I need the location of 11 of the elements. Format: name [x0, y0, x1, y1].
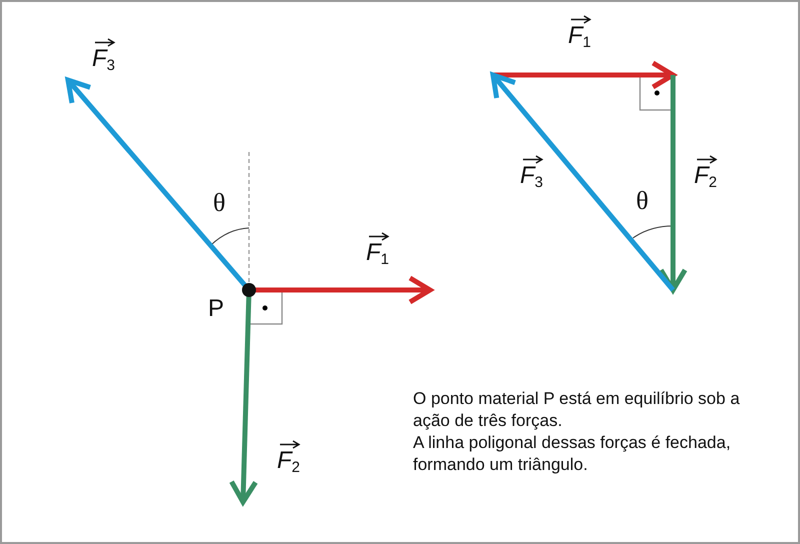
- force-label: F$_{1}$: [366, 241, 390, 265]
- force-label: F$_{3}$: [92, 47, 116, 71]
- note-text: O ponto material P está em equilíbrio sob a ação de três forças.: [413, 388, 741, 432]
- note-text: A linha poligonal dessas forças é fechada, formando um triângulo.: [413, 432, 732, 476]
- force-label: F$_{3}$: [520, 164, 544, 188]
- angle-label: θ: [213, 190, 226, 216]
- force-label: F$_{1}$: [568, 24, 592, 48]
- force-label: F$_{2}$: [694, 164, 718, 188]
- point-label: P: [208, 297, 224, 321]
- force-label: F$_{2}$: [277, 449, 300, 473]
- angle-label: θ: [636, 188, 648, 214]
